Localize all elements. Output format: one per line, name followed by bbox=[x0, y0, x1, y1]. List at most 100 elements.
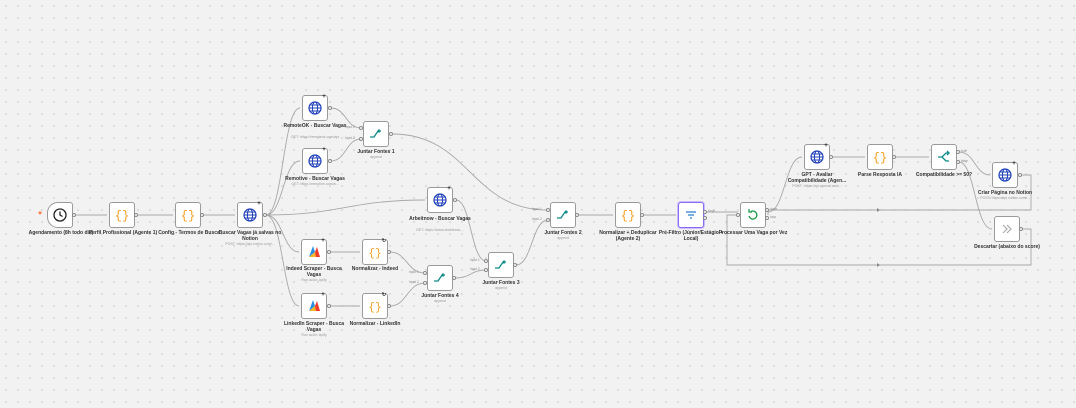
node-label: Criar Página no Notion bbox=[977, 190, 1033, 196]
globe-icon bbox=[243, 208, 257, 222]
output-port[interactable] bbox=[134, 213, 138, 217]
buscar-notion-node[interactable] bbox=[237, 202, 263, 228]
node-subtitle: append bbox=[434, 299, 446, 303]
output-port[interactable] bbox=[829, 155, 833, 159]
processar-vaga-node[interactable] bbox=[740, 202, 766, 228]
descartar-node[interactable] bbox=[994, 216, 1020, 242]
output-port[interactable] bbox=[263, 213, 267, 217]
output-port[interactable] bbox=[72, 213, 76, 217]
output-port[interactable] bbox=[1019, 227, 1023, 231]
output-port[interactable] bbox=[327, 304, 331, 308]
juntar-fontes-3-node[interactable] bbox=[488, 252, 514, 278]
braces-icon: {} bbox=[621, 209, 635, 223]
arbeitnow-node[interactable] bbox=[427, 187, 453, 213]
input-port[interactable] bbox=[423, 271, 427, 275]
input-port[interactable] bbox=[359, 137, 363, 141]
input-port[interactable] bbox=[484, 268, 488, 272]
output-port[interactable] bbox=[389, 132, 393, 136]
input-port[interactable] bbox=[423, 281, 427, 285]
juntar-fontes-1-node[interactable] bbox=[363, 121, 389, 147]
output-port[interactable] bbox=[387, 250, 391, 254]
normalizar-linkedin-node[interactable]: {} bbox=[362, 293, 388, 319]
node-label: Normalizar + Deduplicar (Agente 2) bbox=[599, 230, 657, 242]
output-port[interactable] bbox=[328, 106, 332, 110]
output-port[interactable] bbox=[200, 213, 204, 217]
port-label: loop bbox=[770, 215, 777, 219]
node-label: Normalizar - Indeed bbox=[351, 266, 399, 272]
node-label: Remotive - Buscar Vagas bbox=[285, 176, 345, 182]
parse-resposta-node[interactable]: {} bbox=[867, 144, 893, 170]
compatibilidade-if-node[interactable] bbox=[931, 144, 957, 170]
node-label: Normalizar - LinkedIn bbox=[349, 321, 401, 327]
output-port-loop[interactable] bbox=[765, 216, 769, 220]
globe-icon bbox=[308, 154, 322, 168]
apify-icon bbox=[309, 300, 320, 311]
braces-icon: {} bbox=[115, 209, 129, 223]
edge-buscar-remotive bbox=[265, 160, 301, 216]
connector-plus-icon: + bbox=[321, 238, 325, 244]
input-port[interactable] bbox=[484, 259, 488, 263]
juntar-fontes-2-node[interactable] bbox=[550, 202, 576, 228]
output-port-done[interactable] bbox=[765, 208, 769, 212]
edge-descartar-loopback bbox=[726, 214, 1032, 266]
output-port[interactable] bbox=[575, 213, 579, 217]
output-port-true[interactable] bbox=[956, 150, 960, 154]
output-port[interactable] bbox=[327, 250, 331, 254]
output-port[interactable] bbox=[640, 213, 644, 217]
node-label: Agendamento (8h todo dia) bbox=[28, 230, 94, 236]
node-label: Juntar Fontes 3 bbox=[482, 280, 520, 286]
port-label: Input 2 bbox=[532, 217, 542, 221]
braces-icon: {} bbox=[181, 209, 195, 223]
juntar-fontes-4-node[interactable] bbox=[427, 265, 453, 291]
apify-icon bbox=[309, 246, 320, 257]
node-subtitle: append bbox=[495, 286, 507, 290]
node-label: Parse Resposta IA bbox=[858, 172, 902, 178]
output-port[interactable] bbox=[513, 263, 517, 267]
output-port-false[interactable] bbox=[956, 160, 960, 164]
edge-juntar4-juntar3 bbox=[454, 269, 487, 279]
input-port[interactable] bbox=[546, 218, 550, 222]
braces-icon: {} bbox=[873, 151, 887, 165]
linkedin-scraper-node[interactable] bbox=[301, 293, 327, 319]
code-icon: {} bbox=[368, 302, 381, 314]
edge-juntar3-juntar2 bbox=[515, 219, 549, 266]
output-port-kept[interactable] bbox=[703, 210, 707, 214]
output-port[interactable] bbox=[387, 304, 391, 308]
input-port[interactable] bbox=[546, 208, 550, 212]
clock-icon bbox=[53, 208, 67, 222]
noop-arrow-icon bbox=[1002, 224, 1012, 234]
loop-icon bbox=[748, 209, 758, 220]
globe-icon bbox=[433, 193, 447, 207]
output-port[interactable] bbox=[328, 159, 332, 163]
normalizar-indeed-node[interactable]: {} bbox=[362, 239, 388, 265]
node-subtitle: Run actor: Apify bbox=[301, 333, 327, 337]
node-subtitle: append bbox=[557, 236, 569, 240]
node-label: Indeed Scraper - Busca Vagas bbox=[286, 266, 342, 278]
port-label: Kept bbox=[708, 209, 715, 213]
output-port[interactable] bbox=[452, 276, 456, 280]
remotive-node[interactable] bbox=[302, 148, 328, 174]
criar-pagina-notion-node[interactable] bbox=[992, 162, 1018, 188]
output-port[interactable] bbox=[1018, 173, 1022, 177]
refresh-icon: ↻ bbox=[381, 238, 387, 244]
perfil-node[interactable]: {} bbox=[109, 202, 135, 228]
node-label: Config - Termos de Busca bbox=[158, 230, 220, 236]
indeed-scraper-node[interactable] bbox=[301, 239, 327, 265]
svg-text:{}: {} bbox=[181, 209, 195, 223]
trigger-node[interactable] bbox=[47, 202, 73, 228]
normalizar-deduplicar-node[interactable]: {} bbox=[615, 202, 641, 228]
merge-icon bbox=[557, 210, 568, 219]
svg-text:{}: {} bbox=[368, 248, 381, 260]
edge-buscar-arbeitnow bbox=[265, 199, 426, 216]
remoteok-node[interactable] bbox=[302, 95, 328, 121]
input-port[interactable] bbox=[359, 126, 363, 130]
config-node[interactable]: {} bbox=[175, 202, 201, 228]
pre-filtro-node[interactable] bbox=[678, 202, 704, 228]
output-port-discarded[interactable] bbox=[703, 216, 707, 220]
globe-icon bbox=[998, 168, 1012, 182]
connector-plus-icon: + bbox=[322, 147, 326, 153]
input-port[interactable] bbox=[736, 213, 740, 217]
output-port[interactable] bbox=[453, 198, 457, 202]
output-port[interactable] bbox=[892, 155, 896, 159]
